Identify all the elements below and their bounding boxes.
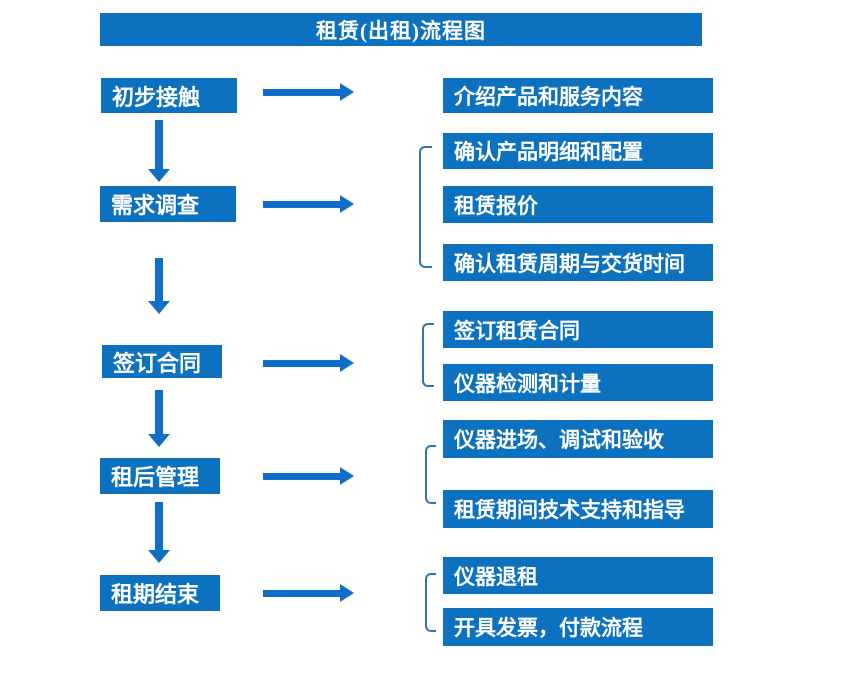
detail-box-instrument-entry-debug-acceptance: 仪器进场、调试和验收 [443, 420, 713, 458]
arrow-step4-to-step5 [148, 502, 170, 563]
arrow-head-down-icon [148, 301, 170, 314]
detail-box-confirm-product-details-config: 确认产品明细和配置 [443, 133, 713, 169]
arrow-head-right-icon [340, 195, 354, 213]
arrow-shaft [263, 89, 340, 96]
arrow-head-right-icon [340, 467, 354, 485]
details-bracket-step3 [422, 323, 434, 387]
detail-box-technical-support-during-rental: 租赁期间技术支持和指导 [443, 490, 713, 528]
arrow-step1-to-step2 [148, 120, 170, 182]
arrow-step1-to-details [263, 83, 354, 101]
detail-box-rental-quotation: 租赁报价 [443, 186, 713, 223]
arrow-shaft [263, 360, 340, 367]
detail-box-sign-rental-contract: 签订租赁合同 [443, 311, 713, 348]
step-box-rental-end: 租期结束 [100, 575, 220, 611]
arrow-head-down-icon [148, 169, 170, 182]
arrow-head-right-icon [340, 584, 354, 602]
arrow-shaft [263, 590, 340, 597]
arrow-shaft [155, 258, 163, 301]
detail-box-introduce-products-services: 介绍产品和服务内容 [443, 78, 713, 113]
step-box-sign-contract: 签订合同 [102, 345, 222, 378]
detail-box-confirm-rental-period-delivery: 确认租赁周期与交货时间 [443, 244, 713, 281]
flowchart-title: 租赁(出租)流程图 [100, 13, 702, 46]
arrow-step2-to-step3 [148, 258, 170, 314]
arrow-head-down-icon [148, 550, 170, 563]
detail-box-instrument-return: 仪器退租 [443, 557, 713, 594]
step-box-post-rental-management: 租后管理 [100, 458, 220, 494]
arrow-step2-to-details [263, 195, 354, 213]
arrow-shaft [155, 502, 163, 550]
arrow-step4-to-details [263, 467, 354, 485]
detail-box-invoice-payment-process: 开具发票，付款流程 [443, 608, 713, 646]
details-bracket-step5 [425, 573, 436, 632]
details-bracket-step2 [419, 146, 432, 268]
arrow-head-down-icon [148, 434, 170, 447]
arrow-shaft [263, 473, 340, 480]
arrow-step3-to-details [263, 354, 354, 372]
arrow-shaft [263, 201, 340, 208]
arrow-step3-to-step4 [148, 390, 170, 447]
arrow-shaft [155, 120, 163, 169]
arrow-head-right-icon [340, 83, 354, 101]
arrow-shaft [155, 390, 163, 434]
step-box-demand-survey: 需求调查 [100, 186, 236, 222]
details-bracket-step4 [425, 445, 436, 504]
detail-box-instrument-inspection-calibration: 仪器检测和计量 [443, 364, 713, 401]
step-box-initial-contact: 初步接触 [101, 78, 237, 113]
arrow-head-right-icon [340, 354, 354, 372]
arrow-step5-to-details [263, 584, 354, 602]
